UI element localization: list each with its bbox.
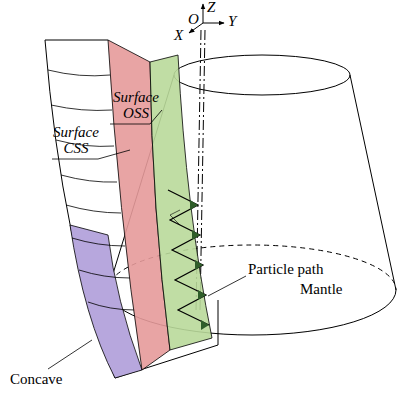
centre-line: [200, 30, 205, 312]
concave-outline: [45, 40, 108, 41]
part-label: Particle path: [248, 262, 323, 278]
mantle-side: [350, 75, 396, 290]
surface-label: Surface OSS: [110, 90, 162, 122]
z-axis: [203, 4, 204, 23]
concave-outline: [45, 40, 218, 378]
oss-surface: [150, 55, 212, 350]
axis-label: X: [174, 28, 183, 44]
particle-path: [168, 190, 209, 325]
leader-line: [48, 340, 92, 369]
leader-line: [208, 276, 246, 296]
axis-label: Y: [228, 14, 236, 30]
surface-label: Surface CSS: [50, 125, 102, 157]
axis-label: O: [188, 12, 199, 28]
axis-label: Z: [207, 0, 215, 16]
part-label: Mantle: [300, 282, 343, 298]
y-axis: [203, 23, 224, 24]
part-label: Concave: [10, 372, 62, 388]
particle-marks: [190, 200, 209, 330]
